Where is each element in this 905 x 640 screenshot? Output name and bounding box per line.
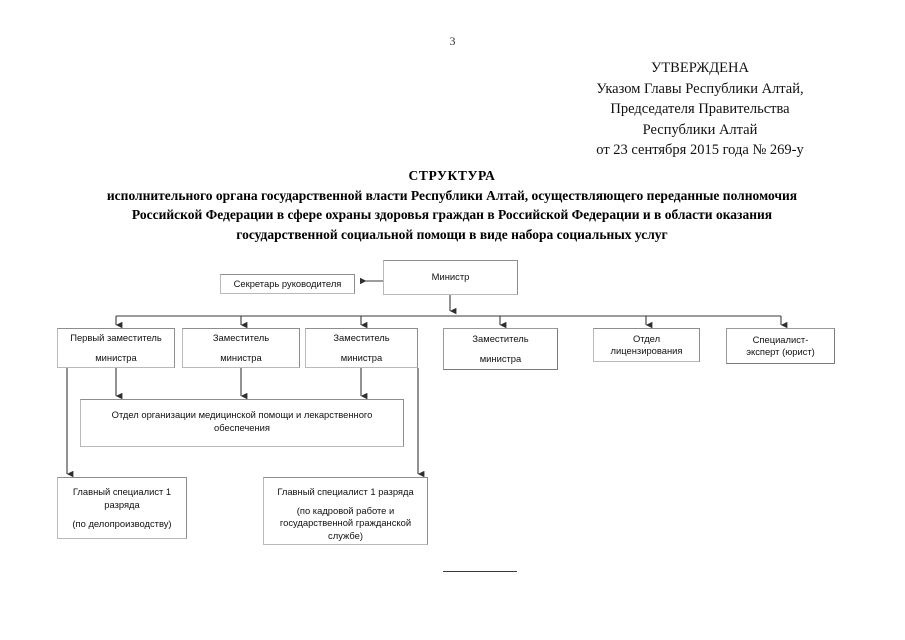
node-chief-spec-2-label-3: государственной гражданской [279, 517, 412, 528]
node-specialist-label-1: Специалист- [752, 333, 809, 345]
title-line-1: исполнительного органа государственной в… [106, 187, 798, 203]
node-deputy-2[interactable]: Заместитель министра [182, 328, 300, 368]
node-deputy-2-label-2: министра [220, 351, 262, 363]
node-chief-spec-1-label-2: разряда [104, 498, 140, 510]
node-deputy-4-label-2: министра [479, 352, 522, 364]
node-deputy-4-label-1: Заместитель [472, 333, 529, 344]
node-first-deputy-label-1: Первый заместитель [70, 332, 162, 343]
node-secretary-label: Секретарь руководителя [233, 277, 342, 289]
title-line-3: государственной социальной помощи в виде… [236, 226, 668, 242]
node-chief-spec-1-label-1: Главный специалист 1 [72, 486, 172, 497]
node-chief-spec-2-label-4: службе) [328, 529, 363, 541]
page-number: 3 [449, 34, 456, 48]
node-chief-specialist-records[interactable]: Главный специалист 1 разряда (по делопро… [57, 477, 187, 539]
node-deputy-3-label-2: министра [340, 351, 383, 363]
approval-line-4: Республики Алтай [642, 121, 758, 138]
node-chief-spec-2-label-1: Главный специалист 1 разряда [277, 486, 414, 497]
node-chief-spec-2-label-2: (по кадровой работе и [296, 504, 395, 516]
node-first-deputy[interactable]: Первый заместитель министра [57, 328, 175, 368]
footer-rule [443, 571, 517, 572]
approval-block: УТВЕРЖДЕНА Указом Главы Республики Алтай… [555, 58, 845, 161]
node-medical-department-label-1: Отдел организации медицинской помощи и л… [111, 409, 373, 420]
title-line-2: Российской Федерации в сфере охраны здор… [131, 207, 773, 222]
node-specialist-expert[interactable]: Специалист- эксперт (юрист) [726, 328, 835, 364]
node-chief-specialist-hr[interactable]: Главный специалист 1 разряда (по кадрово… [263, 477, 428, 545]
node-minister[interactable]: Министр [383, 260, 518, 295]
node-licensing-label-2: лицензирования [610, 345, 683, 356]
approval-line-2: Указом Главы Республики Алтай, [596, 80, 804, 97]
node-deputy-3-label-1: Заместитель [333, 332, 390, 343]
node-secretary[interactable]: Секретарь руководителя [220, 274, 355, 294]
node-deputy-4[interactable]: Заместитель министра [443, 328, 558, 370]
node-specialist-label-2: эксперт (юрист) [746, 346, 815, 357]
node-medical-department-label-2: обеспечения [214, 421, 270, 433]
node-chief-spec-1-label-3: (по делопроизводству) [72, 518, 172, 529]
title-heading: СТРУКТУРА [408, 168, 496, 183]
node-licensing-department[interactable]: Отдел лицензирования [593, 328, 700, 362]
approval-line-1: УТВЕРЖДЕНА [651, 60, 749, 76]
page-title: СТРУКТУРА исполнительного органа государ… [52, 166, 852, 244]
node-licensing-label-1: Отдел [632, 332, 661, 344]
node-first-deputy-label-2: министра [95, 351, 137, 363]
approval-line-3: Председателя Правительства [610, 101, 790, 117]
node-deputy-3[interactable]: Заместитель министра [305, 328, 418, 368]
approval-line-5: от 23 сентября 2015 года № 269-у [596, 142, 804, 158]
node-deputy-2-label-1: Заместитель [212, 332, 270, 343]
node-medical-department[interactable]: Отдел организации медицинской помощи и л… [80, 399, 404, 447]
node-minister-label: Министр [431, 271, 470, 283]
